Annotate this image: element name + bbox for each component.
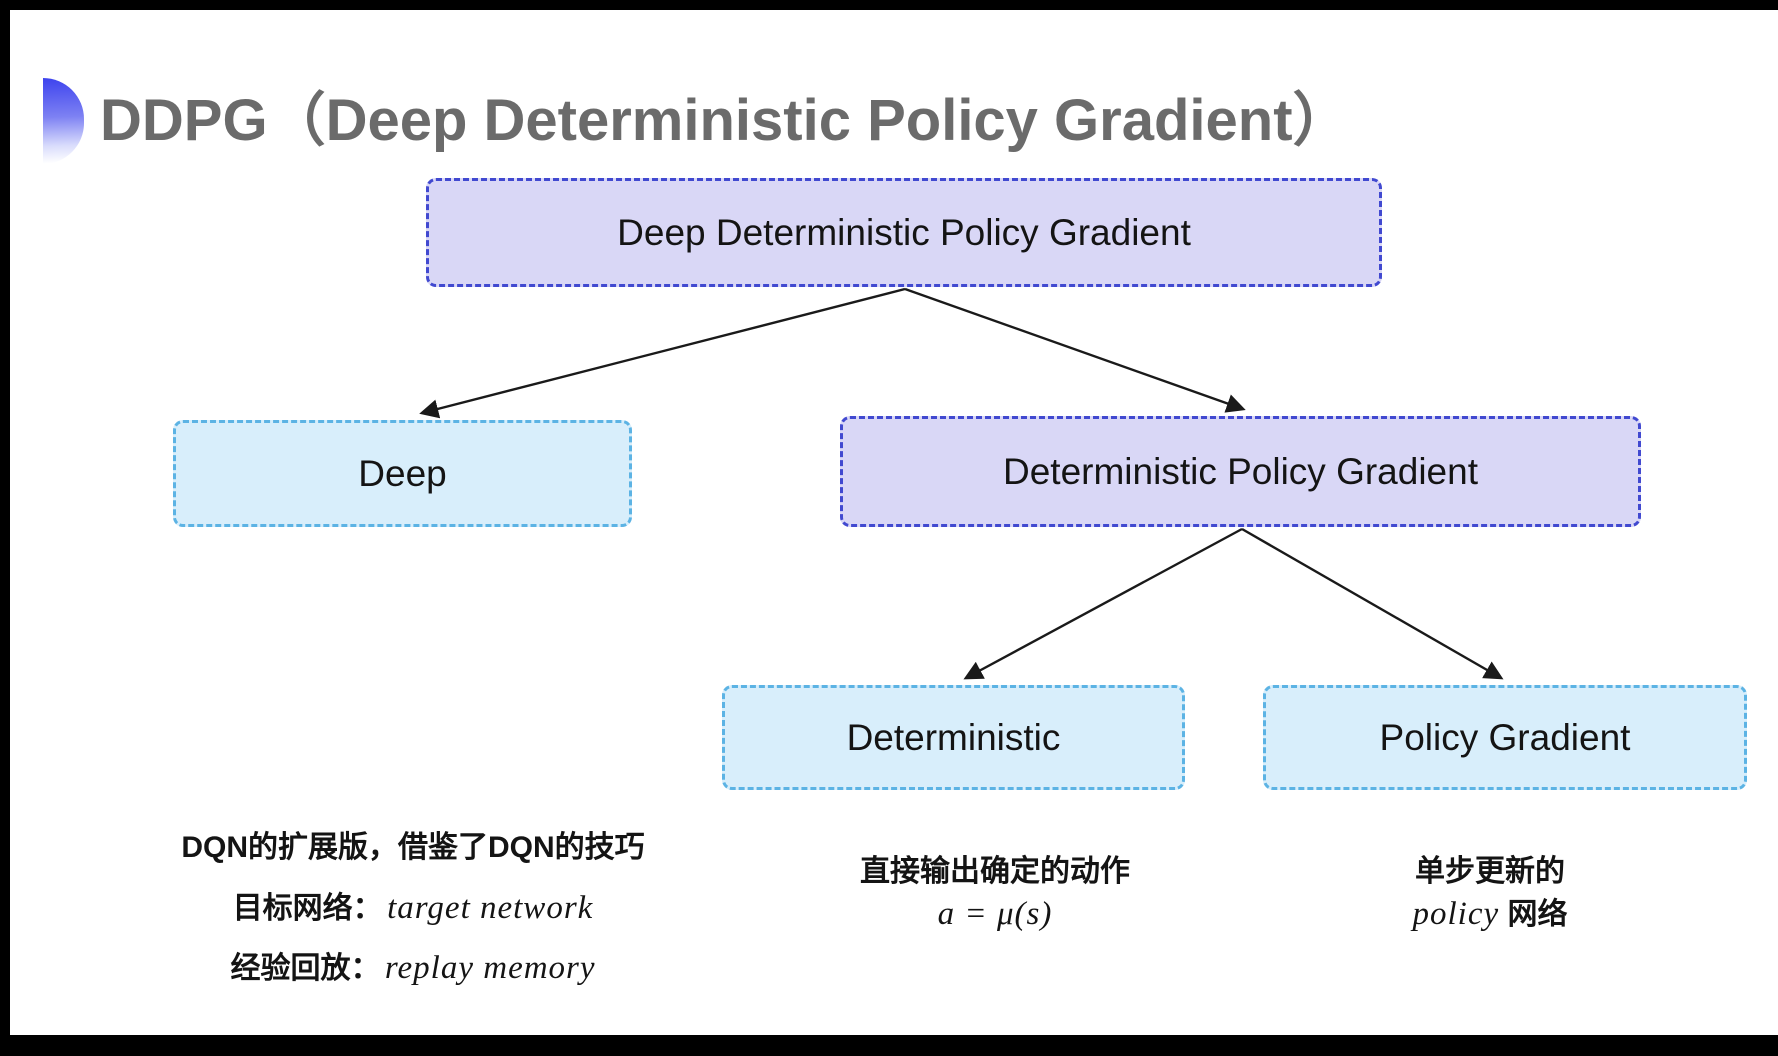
note-term-target-network: target network	[387, 890, 594, 926]
arrow-dpg-to-deterministic	[963, 527, 1243, 680]
letterbox-top-bar	[0, 0, 1778, 10]
arrow-dpg-to-policy-gradient	[1241, 527, 1504, 680]
node-label: Deterministic Policy Gradient	[1003, 450, 1478, 492]
note-line: 目标网络： target network	[113, 878, 713, 938]
node-label: Policy Gradient	[1379, 716, 1631, 758]
node-label: Deep Deterministic Policy Gradient	[617, 211, 1191, 253]
arrow-ddpg-to-dpg	[904, 287, 1246, 413]
note-label-target-network: 目标网络：	[232, 892, 383, 925]
note-line: 单步更新的	[1415, 855, 1565, 888]
node-policy-gradient: Policy Gradient	[1263, 685, 1747, 790]
node-deterministic: Deterministic	[722, 685, 1185, 790]
title-bullet-half-circle-icon	[43, 78, 84, 164]
node-deterministic-policy-gradient: Deterministic Policy Gradient	[840, 416, 1641, 527]
node-deep-deterministic-policy-gradient: Deep Deterministic Policy Gradient	[426, 178, 1382, 287]
node-deep: Deep	[173, 420, 632, 527]
note-label-replay-memory: 经验回放：	[230, 952, 381, 985]
note-formula-a-mu-s: a = μ(s)	[937, 896, 1053, 932]
letterbox-left-bar	[0, 0, 10, 1056]
note-line: 直接输出确定的动作	[860, 855, 1130, 888]
letterbox-bottom-bar	[0, 1035, 1778, 1056]
note-deep-dqn-extension: DQN的扩展版，借鉴了DQN的技巧 目标网络： target network 经…	[113, 818, 713, 998]
note-line: DQN的扩展版，借鉴了DQN的技巧	[181, 831, 645, 864]
note-line: policy 网络	[1290, 892, 1690, 936]
arrow-ddpg-to-deep	[419, 287, 906, 419]
note-term-replay-memory: replay memory	[384, 950, 596, 986]
note-policy-network: 单步更新的 policy 网络	[1290, 852, 1690, 936]
page-title: DDPG（Deep Deterministic Policy Gradient）	[100, 88, 1351, 153]
note-suffix-network: 网络	[1499, 898, 1568, 931]
node-label: Deep	[358, 452, 447, 494]
note-line: 经验回放： replay memory	[113, 938, 713, 998]
note-deterministic-action: 直接输出确定的动作 a = μ(s)	[795, 852, 1195, 936]
note-term-policy: policy	[1412, 896, 1500, 932]
node-label: Deterministic	[846, 716, 1061, 758]
